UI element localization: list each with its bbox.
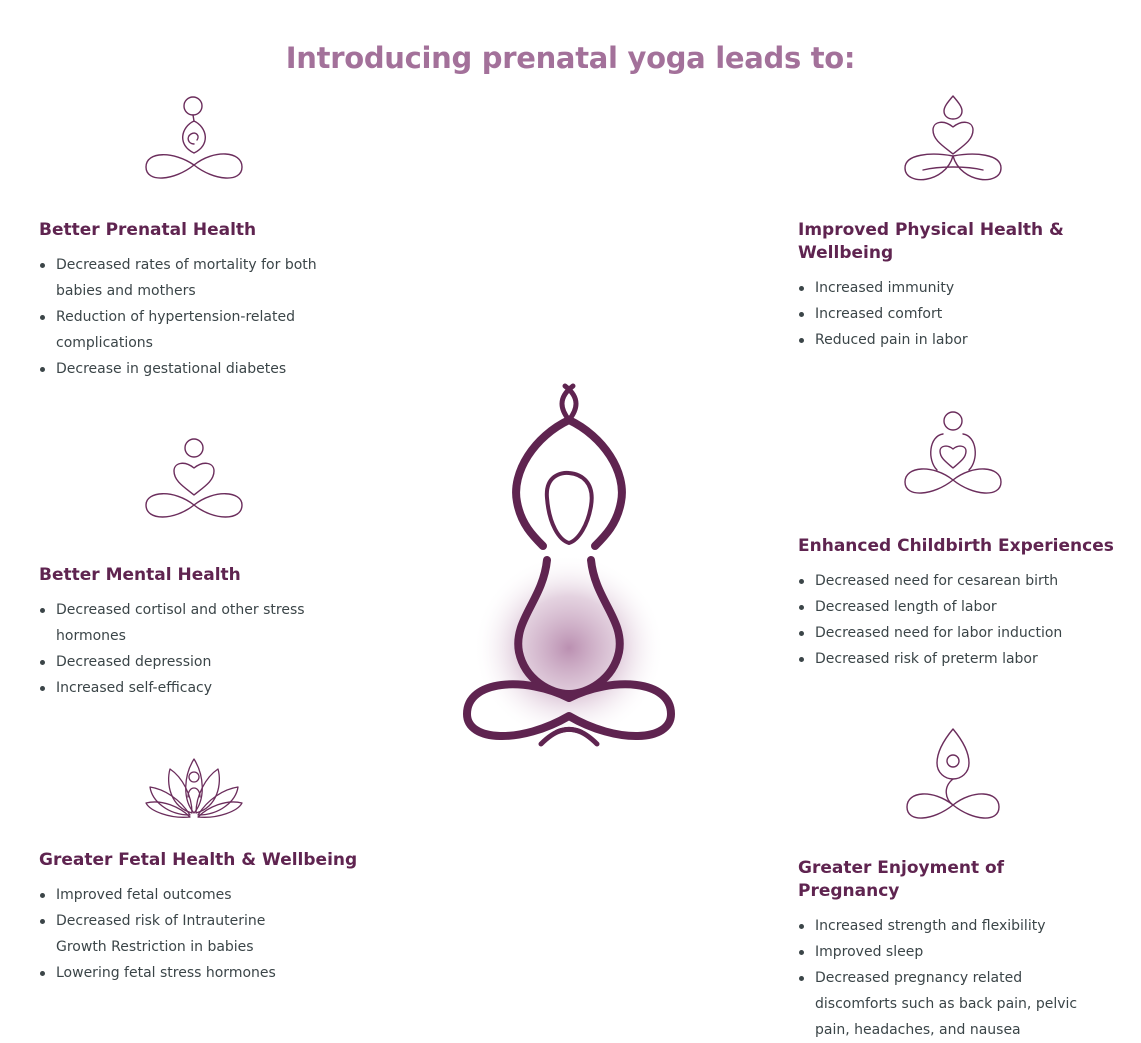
benefit-list: Increased strength and flexibility Impro… — [798, 913, 1098, 1043]
list-item: Decreased cortisol and other stress horm… — [39, 597, 319, 649]
section-greater-enjoyment-of-pregnancy: Greater Enjoyment of Pregnancy Increased… — [798, 857, 1108, 1043]
section-better-prenatal-health: Better Prenatal Health Decreased rates o… — [39, 219, 319, 382]
section-greater-fetal-health: Greater Fetal Health & Wellbeing Improve… — [39, 849, 359, 986]
section-heading: Greater Fetal Health & Wellbeing — [39, 850, 358, 870]
benefit-list: Decreased rates of mortality for both ba… — [39, 252, 319, 382]
list-item: Reduced pain in labor — [798, 327, 1098, 353]
section-better-mental-health: Better Mental Health Decreased cortisol … — [39, 564, 319, 701]
section-heading: Improved Physical Health & Wellbeing — [798, 220, 1064, 263]
list-item: Decreased pregnancy related discomforts … — [798, 965, 1098, 1043]
list-item: Increased comfort — [798, 301, 1098, 327]
section-heading: Better Prenatal Health — [39, 220, 257, 240]
spiral-meditation-icon — [144, 95, 244, 185]
list-item: Decrease in gestational diabetes — [39, 356, 319, 382]
section-improved-physical-health: Improved Physical Health & Wellbeing Inc… — [798, 219, 1098, 353]
benefit-list: Increased immunity Increased comfort Red… — [798, 275, 1098, 353]
list-item: Reduction of hypertension-related compli… — [39, 304, 319, 356]
benefit-list: Decreased cortisol and other stress horm… — [39, 597, 319, 701]
section-enhanced-childbirth-experiences: Enhanced Childbirth Experiences Decrease… — [798, 535, 1128, 672]
list-item: Decreased risk of Intrauterine Growth Re… — [39, 908, 279, 960]
list-item: Improved sleep — [798, 939, 1098, 965]
list-item: Decreased risk of preterm labor — [798, 646, 1128, 672]
heart-meditation-icon — [144, 437, 244, 527]
flame-meditation-icon — [905, 727, 1001, 825]
list-item: Increased strength and flexibility — [798, 913, 1098, 939]
list-item: Decreased rates of mortality for both ba… — [39, 252, 319, 304]
heart-belly-meditation-icon — [903, 410, 1003, 502]
list-item: Decreased need for cesarean birth — [798, 568, 1128, 594]
list-item: Decreased depression — [39, 649, 319, 675]
section-heading: Better Mental Health — [39, 565, 241, 585]
list-item: Decreased need for labor induction — [798, 620, 1128, 646]
section-heading: Greater Enjoyment of Pregnancy — [798, 858, 1005, 901]
page-title: Introducing prenatal yoga leads to: — [285, 41, 856, 76]
section-heading: Enhanced Childbirth Experiences — [798, 536, 1114, 556]
benefit-list: Decreased need for cesarean birth Decrea… — [798, 568, 1128, 672]
flame-heart-meditation-icon — [903, 94, 1003, 186]
lotus-icon — [144, 755, 244, 821]
list-item: Lowering fetal stress hormones — [39, 960, 279, 986]
benefit-list: Improved fetal outcomes Decreased risk o… — [39, 882, 279, 986]
list-item: Increased immunity — [798, 275, 1098, 301]
list-item: Improved fetal outcomes — [39, 882, 279, 908]
pregnant-yoga-figure-icon — [455, 380, 685, 754]
list-item: Decreased length of labor — [798, 594, 1128, 620]
list-item: Increased self-efficacy — [39, 675, 319, 701]
